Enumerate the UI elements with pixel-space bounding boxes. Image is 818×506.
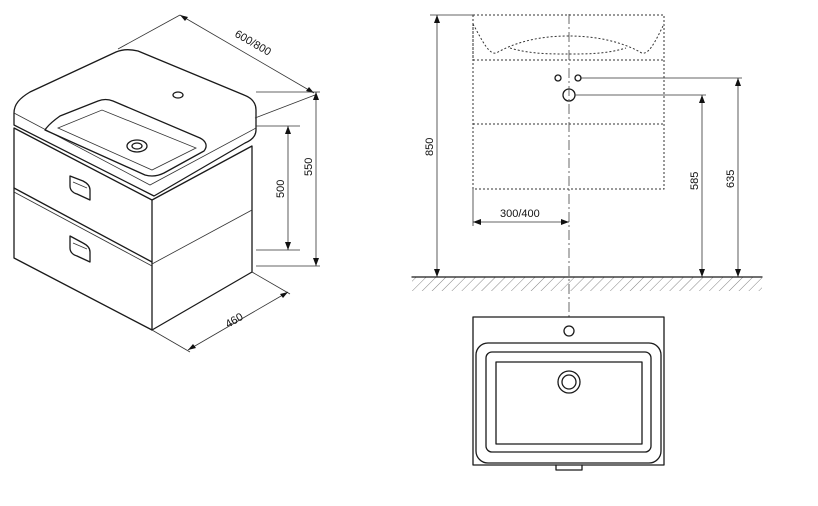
drawer-handle-lower <box>69 235 91 263</box>
tap-holes <box>554 74 582 82</box>
front-view: 850 300/400 585 635 <box>411 14 763 320</box>
dimension-width: 600/800 <box>117 14 316 119</box>
dimension-height-total: 550 <box>256 91 320 267</box>
drain-height-label: 585 <box>689 172 701 190</box>
dimension-depth: 460 <box>151 271 291 353</box>
depth-label: 460 <box>224 311 246 331</box>
drain-plan <box>557 370 581 394</box>
tap-hole-plan <box>563 325 575 337</box>
offset-label: 300/400 <box>500 208 540 220</box>
height-total-label: 550 <box>303 158 315 176</box>
isometric-view: 600/800 500 550 460 <box>13 14 320 353</box>
cabinet-body <box>13 127 253 331</box>
drawer-handle-upper <box>69 175 91 201</box>
height-body-label: 500 <box>275 180 287 198</box>
tap-height-label: 635 <box>725 170 737 188</box>
plan-view <box>472 316 665 471</box>
dimension-total-height: 850 <box>424 15 440 277</box>
total-height-label: 850 <box>424 138 436 156</box>
dimension-tap-height: 635 <box>725 78 741 277</box>
floor <box>411 276 763 291</box>
basin-top <box>13 48 257 197</box>
dimension-height-body: 500 <box>256 125 300 251</box>
cabinet-outline <box>472 14 665 190</box>
width-label: 600/800 <box>233 28 273 58</box>
dimension-offset: 300/400 <box>473 208 569 225</box>
dimension-drain-height: 585 <box>689 95 705 277</box>
